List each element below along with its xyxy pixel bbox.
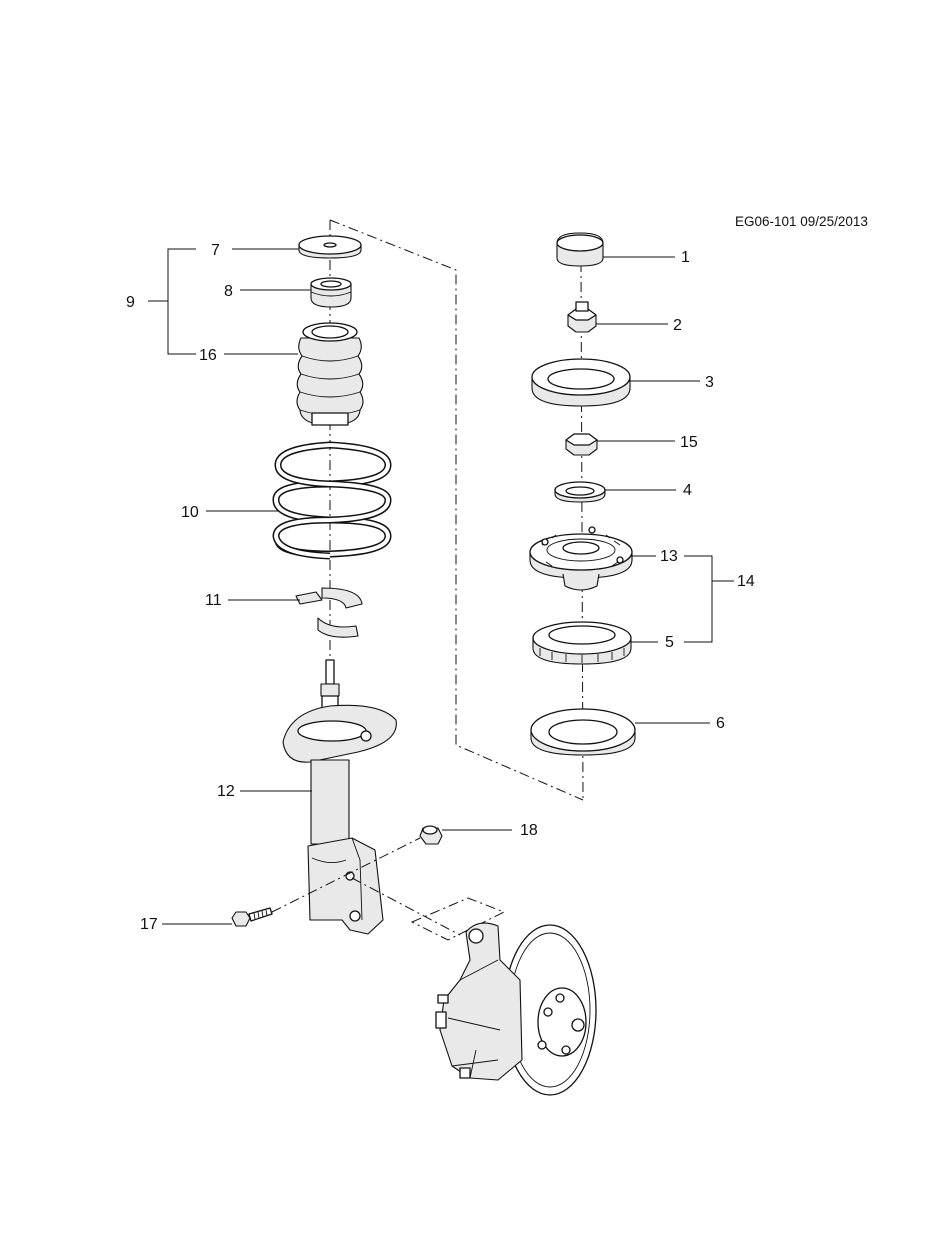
spring-seat-part-6: [530, 708, 636, 756]
knuckle-plane: [410, 897, 506, 941]
bracket-14: [684, 555, 734, 643]
steering-knuckle-brake-assembly: [435, 922, 597, 1096]
callout-4: 4: [683, 482, 692, 499]
assembly-boundary-line: [329, 219, 584, 801]
strut-body-part-12: [282, 659, 397, 935]
knuckle-axis: [351, 877, 461, 936]
callout-17: 17: [140, 916, 158, 933]
callout-8: 8: [224, 283, 233, 300]
bump-stop-part-8: [310, 277, 352, 308]
callout-12: 12: [217, 783, 235, 800]
mount-cup-part-3: [531, 358, 631, 407]
washer-part-7: [298, 235, 362, 259]
callout-9: 9: [126, 294, 135, 311]
flange-nut-part-18: [419, 825, 443, 845]
callout-14: 14: [737, 573, 755, 590]
mounting-bolt-axis: [271, 837, 421, 913]
dust-boot-part-16: [296, 322, 364, 426]
callout-16: 16: [199, 347, 217, 364]
callout-5: 5: [665, 634, 674, 651]
callout-15: 15: [680, 434, 698, 451]
strut-mount-part-13: [529, 526, 633, 591]
bolt-part-17: [231, 907, 273, 927]
callout-1: 1: [681, 249, 690, 266]
hex-nut-part-15: [565, 433, 598, 456]
diagram-code: EG06-101 09/25/2013: [735, 214, 868, 229]
callout-13: 13: [660, 548, 678, 565]
washer-part-4: [554, 481, 606, 503]
insulator-part-11: [295, 587, 363, 638]
callout-11: 11: [205, 592, 222, 609]
callout-6: 6: [716, 715, 725, 732]
bearing-part-5: [532, 621, 632, 665]
bracket-9: [148, 248, 196, 355]
coil-spring-part-10: [272, 441, 392, 560]
callout-2: 2: [673, 317, 682, 334]
dust-cap-part-1: [556, 232, 604, 267]
callout-10: 10: [181, 504, 199, 521]
callout-3: 3: [705, 374, 714, 391]
callout-7: 7: [211, 242, 220, 259]
callout-18: 18: [520, 822, 538, 839]
strut-nut-part-2: [567, 301, 597, 333]
